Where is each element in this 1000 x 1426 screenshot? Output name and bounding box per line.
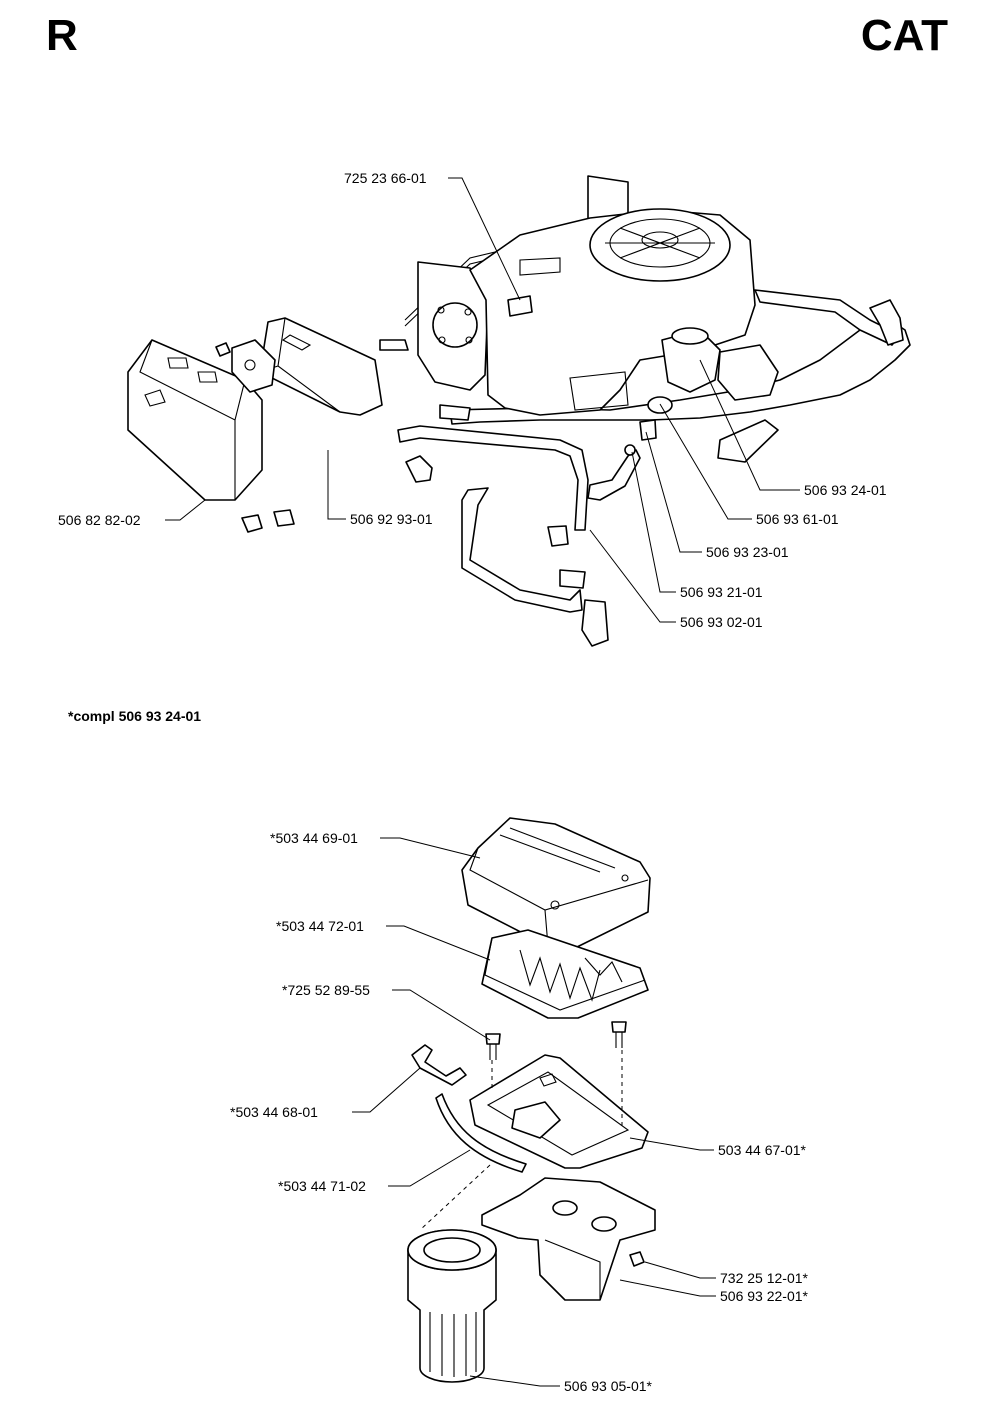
label-503-44-71-02: *503 44 71-02 xyxy=(278,1178,366,1194)
lower-bracket xyxy=(481,1177,656,1301)
section-title: CAT xyxy=(860,11,948,60)
label-503-44-67-01: 503 44 67-01* xyxy=(718,1142,807,1158)
clamp xyxy=(411,1044,467,1086)
label-506-93-02-01: 506 93 02-01 xyxy=(680,614,763,630)
engine-assembly-drawing: 725 23 66-01 506 93 24-01 506 93 61-01 5… xyxy=(58,170,911,647)
label-506-93-23-01: 506 93 23-01 xyxy=(706,544,789,560)
label-725-23-66-01: 725 23 66-01 xyxy=(344,170,427,186)
label-506-93-22-01: 506 93 22-01* xyxy=(720,1288,809,1304)
base-plate xyxy=(469,1054,649,1169)
engine-block xyxy=(417,208,779,416)
top-part-labels: 725 23 66-01 506 93 24-01 506 93 61-01 5… xyxy=(58,170,887,630)
engine-frame xyxy=(379,175,911,463)
top-leader-lines xyxy=(165,177,800,623)
label-503-44-69-01: *503 44 69-01 xyxy=(270,830,358,846)
filter-element xyxy=(481,929,649,1019)
carb-fittings xyxy=(624,396,673,456)
assembly-dash-lines xyxy=(419,1050,623,1231)
air-filter-cover xyxy=(127,339,263,501)
label-506-93-24-01: 506 93 24-01 xyxy=(804,482,887,498)
label-725-52-89-55: *725 52 89-55 xyxy=(282,982,370,998)
section-letter: R xyxy=(46,11,78,60)
label-506-82-82-02: 506 82 82-02 xyxy=(58,512,141,528)
air-cleaner-cover xyxy=(461,817,651,949)
label-506-92-93-01: 506 92 93-01 xyxy=(350,511,433,527)
filter-bracket xyxy=(215,339,295,533)
label-506-93-21-01: 506 93 21-01 xyxy=(680,584,763,600)
pre-filter xyxy=(407,1229,497,1383)
fuel-pipes xyxy=(397,425,641,647)
label-506-93-05-01: 506 93 05-01* xyxy=(564,1378,653,1394)
air-cleaner-assembly-drawing: *503 44 69-01 *503 44 72-01 *725 52 89-5… xyxy=(230,817,809,1394)
label-506-93-61-01: 506 93 61-01 xyxy=(756,511,839,527)
compl-note: *compl 506 93 24-01 xyxy=(68,708,202,724)
bottom-part-labels: *503 44 69-01 *503 44 72-01 *725 52 89-5… xyxy=(230,830,809,1394)
bottom-leader-lines xyxy=(352,837,716,1387)
label-732-25-12-01: 732 25 12-01* xyxy=(720,1270,809,1286)
label-503-44-68-01: *503 44 68-01 xyxy=(230,1104,318,1120)
gasket-strip xyxy=(435,1093,527,1173)
screws xyxy=(485,1021,627,1060)
label-503-44-72-01: *503 44 72-01 xyxy=(276,918,364,934)
air-filter-housing xyxy=(259,317,383,416)
